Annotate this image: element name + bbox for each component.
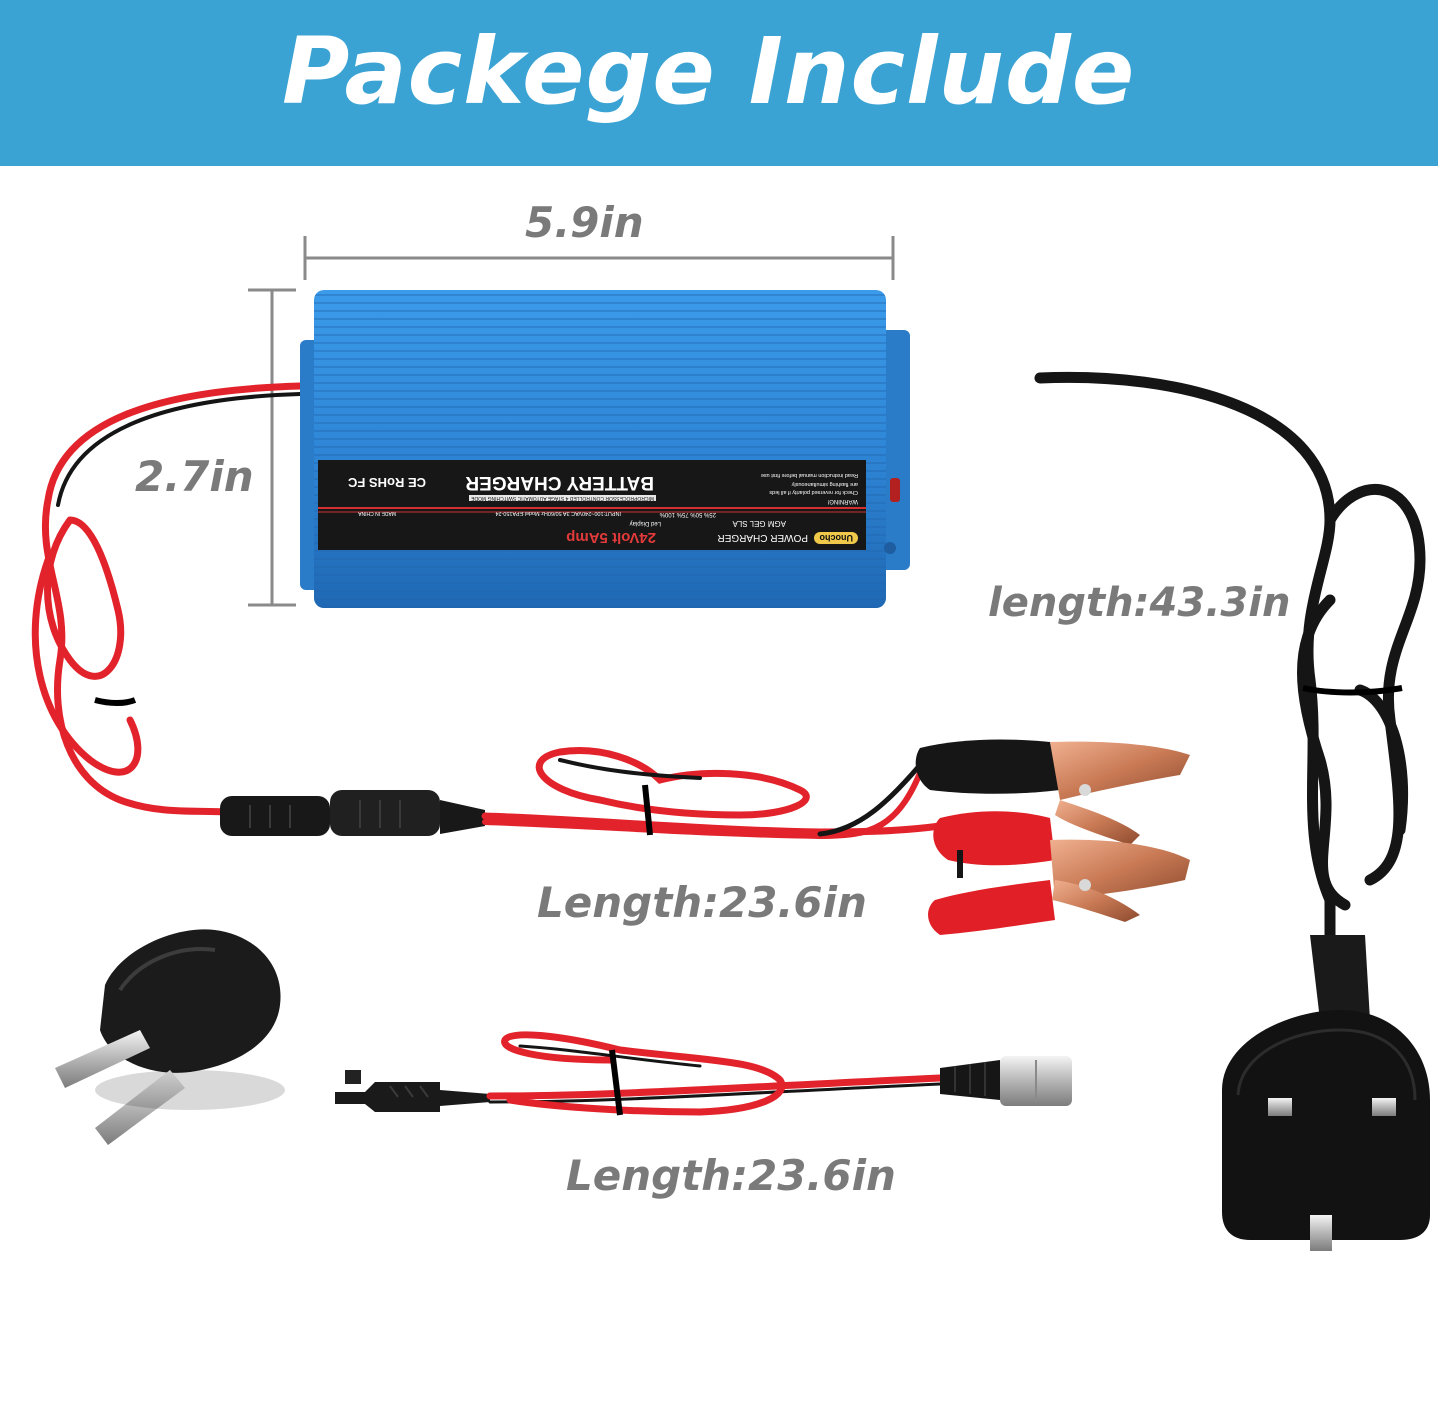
charger-warning-title: WARNING!	[827, 498, 858, 504]
charger-rating: 24Volt 5Amp	[566, 529, 656, 546]
charger-warning-line-1: Check for reversed polarity if all leds	[769, 489, 858, 495]
plug-pin-left	[1268, 1098, 1292, 1116]
charger-origin: MADE IN CHINA	[358, 510, 396, 516]
xlr-cable-tie	[609, 1049, 623, 1116]
charger-warning-line-2: are flashing simultaneously	[791, 481, 858, 487]
us-plug-adapter	[55, 929, 285, 1145]
charger-battery-types: AGM GEL SLA	[732, 519, 787, 528]
banner-title: Packege Include	[282, 18, 1136, 125]
adapter-prong-lower	[95, 1070, 185, 1145]
clip-cable	[481, 747, 944, 840]
charger-subtitle: MICROPROCESSOR CONTROLLED 4 STAGE AUTOMA…	[469, 495, 656, 501]
charger-led-levels: 25% 50% 75% 100%	[659, 511, 716, 517]
height-dimension-line	[248, 288, 296, 607]
power-cord	[1034, 371, 1426, 946]
black-alligator-clip	[915, 739, 1190, 845]
sae-connector	[220, 790, 485, 836]
output-cable	[31, 382, 304, 816]
width-label: 5.9in	[525, 198, 644, 247]
clip-cable-length-label: Length:23.6in	[537, 878, 867, 927]
charger-title: BATTERY CHARGER	[465, 472, 654, 493]
height-label: 2.7in	[135, 452, 254, 501]
charger-label-text: Unocho POWER CHARGER AGM GEL SLA 24Volt …	[318, 460, 866, 550]
uk-plug	[1222, 935, 1430, 1251]
power-switch	[890, 478, 900, 502]
power-cord-tie	[1302, 685, 1403, 696]
product-scene: Unocho POWER CHARGER AGM GEL SLA 24Volt …	[0, 166, 1438, 1399]
plug-pin-right	[1372, 1098, 1396, 1116]
product-illustration	[31, 236, 1430, 1251]
header-banner: Packege Include	[0, 0, 1438, 166]
plug-pin-earth	[1310, 1215, 1332, 1251]
clip-cable-tie	[642, 784, 653, 836]
charger-led-display: Led Display	[629, 520, 661, 526]
adapter-prong-upper	[55, 1030, 150, 1088]
battery-charger	[300, 290, 910, 608]
power-cord-length-label: length:43.3in	[988, 580, 1291, 626]
charger-input: INPUT:100~240VAC 3A 50/60Hz Model:EPA150…	[495, 510, 621, 516]
xlr-cable	[335, 1031, 1072, 1116]
charger-certs: CE RoHS FC	[348, 475, 426, 490]
charger-warning-line-3: Read instruction manual before first use	[760, 472, 858, 478]
red-alligator-clip	[928, 811, 1190, 935]
charger-type: POWER CHARGER	[717, 532, 808, 543]
charger-brand: Unocho	[814, 532, 858, 544]
width-dimension-line	[303, 236, 895, 280]
charger-label	[318, 460, 866, 550]
output-cable-tie	[94, 697, 137, 706]
xlr-cable-length-label: Length:23.6in	[566, 1151, 896, 1200]
